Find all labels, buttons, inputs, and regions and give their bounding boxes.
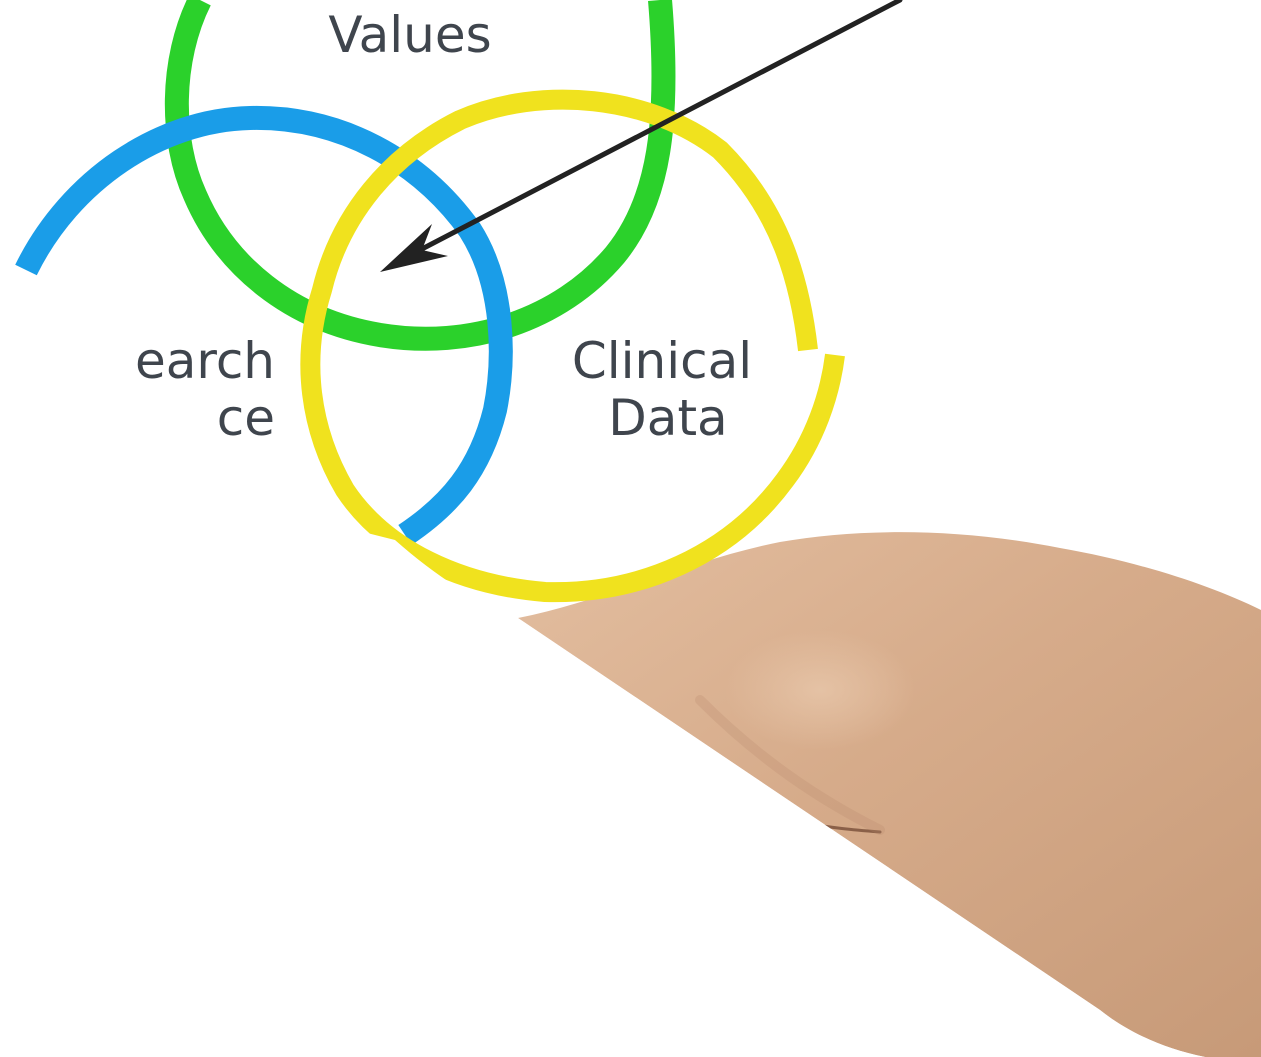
label-data: Data (608, 389, 727, 447)
label-research-line1: earch (135, 332, 275, 390)
label-research-line2: ce (217, 389, 275, 447)
arrow-head-icon (380, 224, 448, 272)
knuckle-highlight (725, 630, 915, 750)
label-values: Values (328, 6, 491, 64)
label-clinical: Clinical (572, 332, 752, 390)
